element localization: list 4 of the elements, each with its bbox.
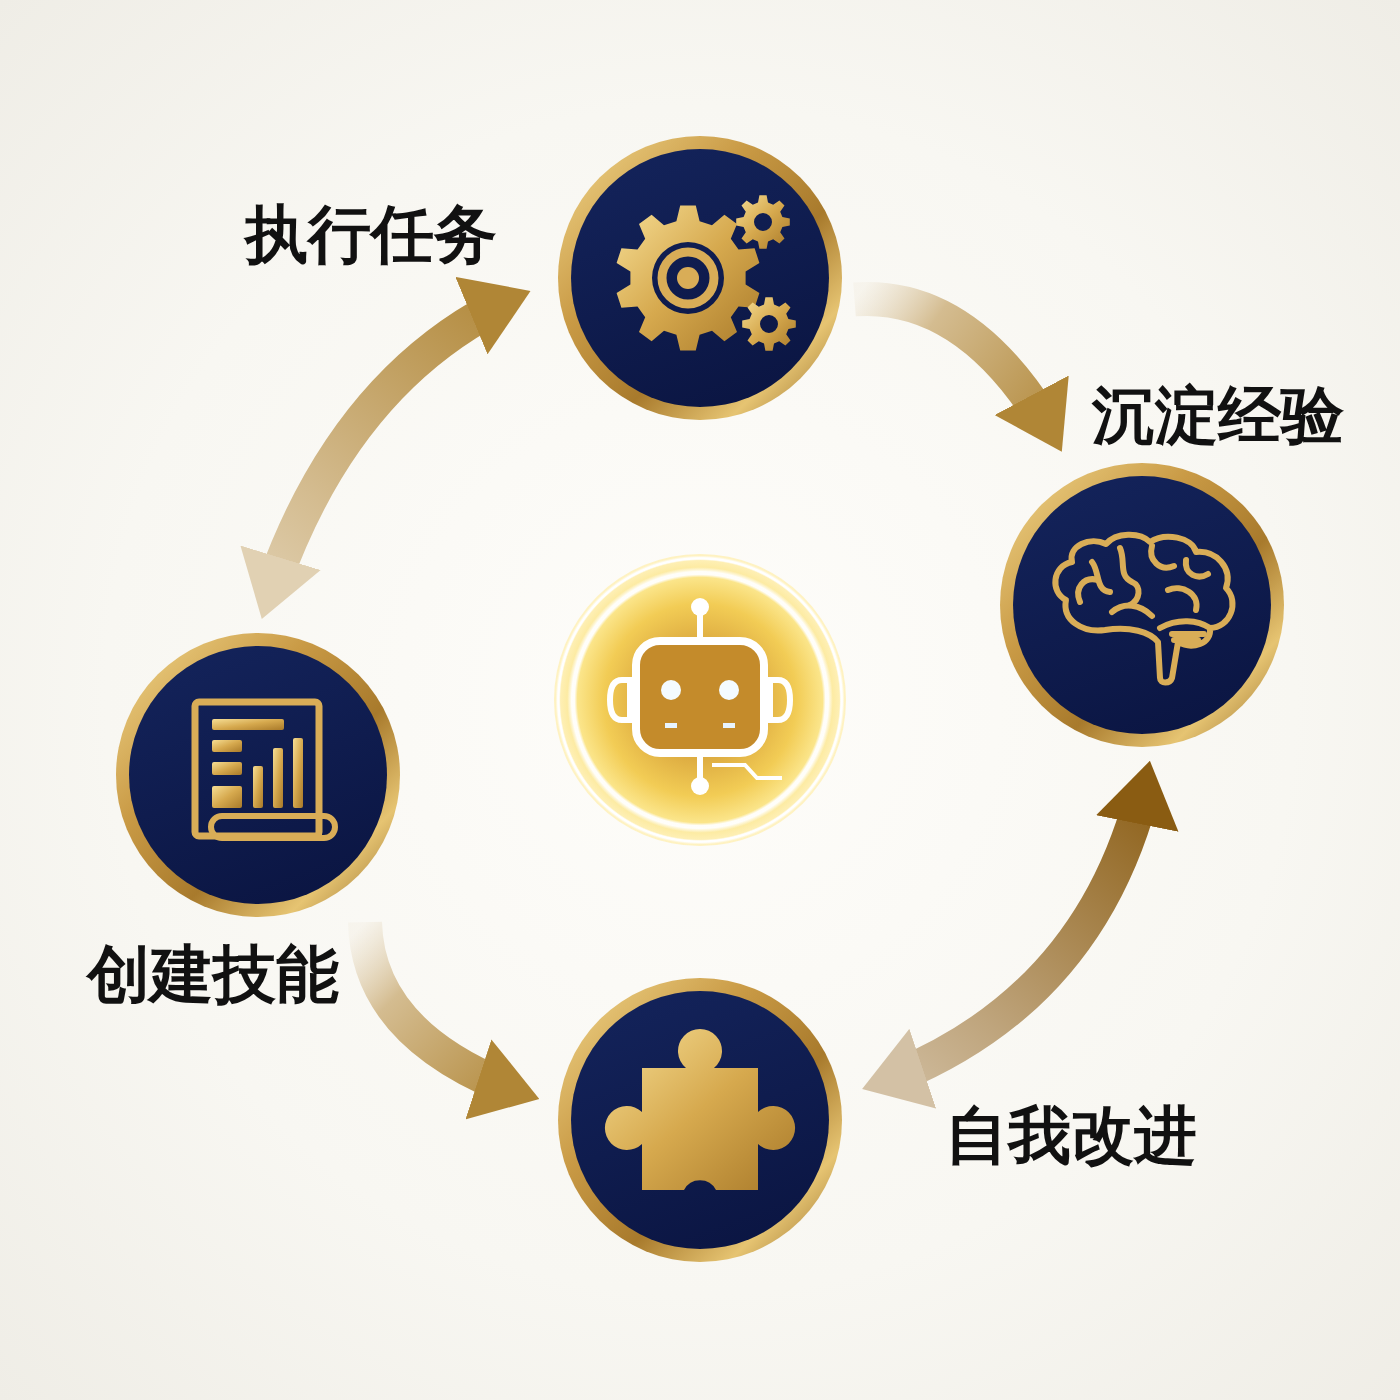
step-label: 执行任务 [245, 203, 497, 266]
step-label: 创建技能 [87, 943, 339, 1006]
step-label: 自我改进 [945, 1104, 1197, 1167]
step-label: 沉淀经验 [1092, 384, 1344, 447]
